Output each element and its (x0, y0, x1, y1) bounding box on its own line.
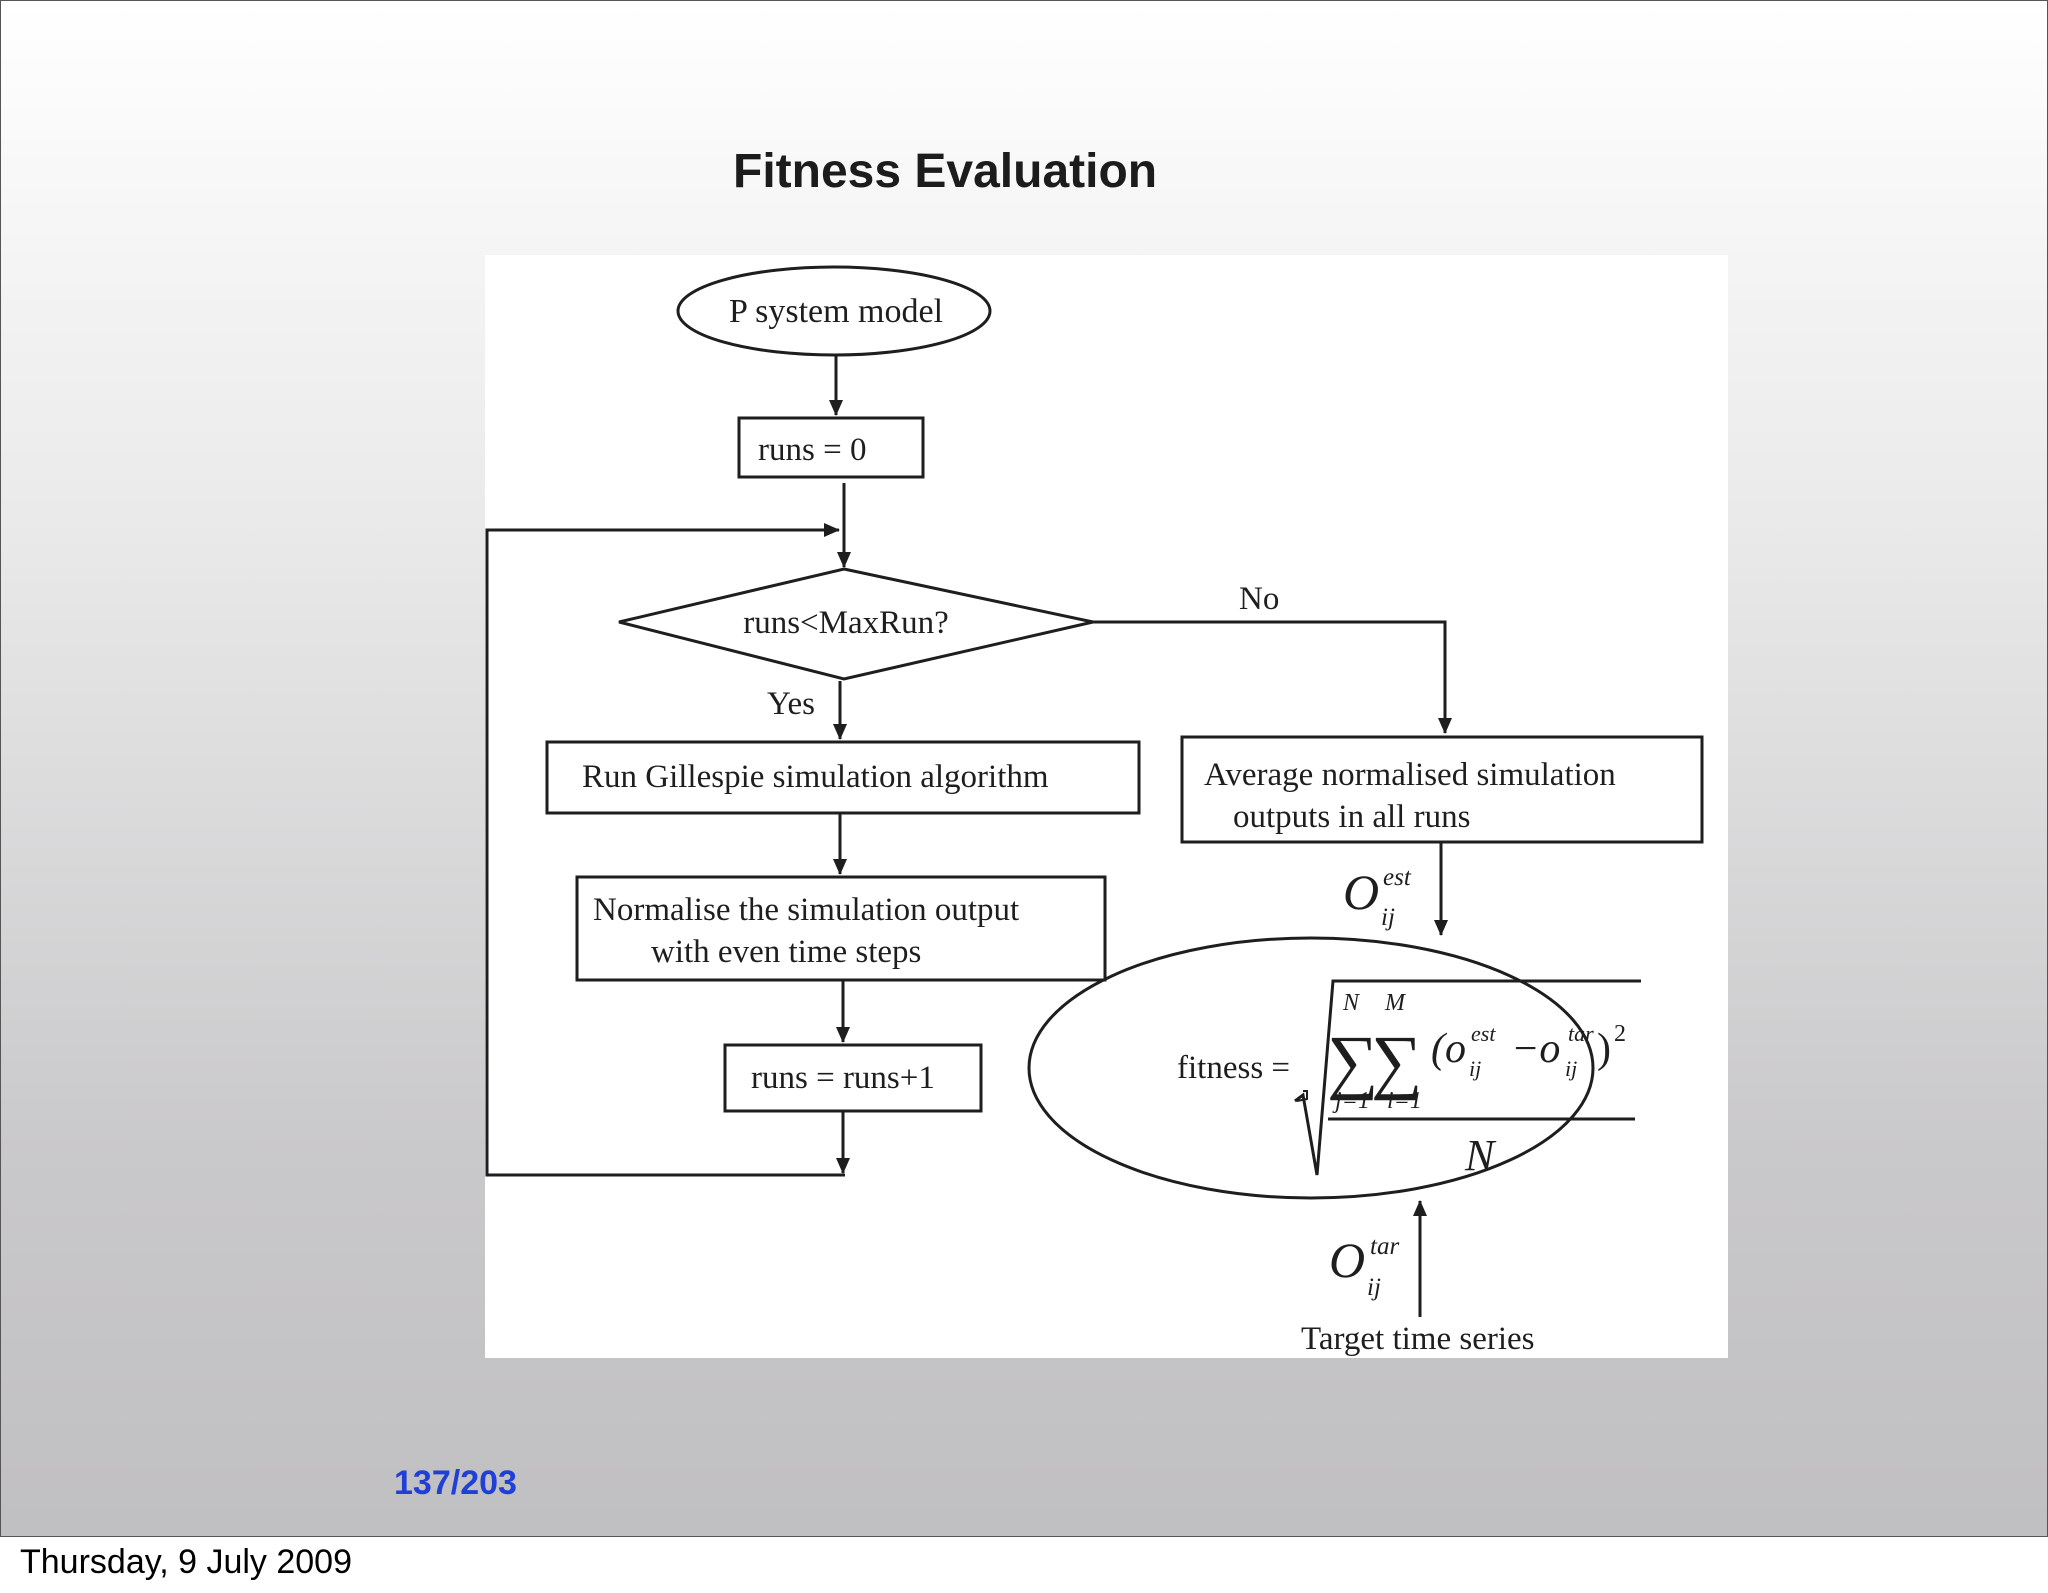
formula-est-sup: est (1471, 1021, 1496, 1046)
fitness-formula: fitness = ∑ ∑ N M j=1 i=1 (o est ij −o t… (1177, 979, 1641, 1180)
start-label: P system model (729, 293, 943, 330)
footer-date: Thursday, 9 July 2009 (20, 1543, 352, 1581)
page-separator: / (450, 1464, 461, 1502)
increment-label: runs = runs+1 (751, 1060, 935, 1096)
target-label: Target time series (1301, 1321, 1535, 1357)
formula-tar-sub: ij (1565, 1056, 1577, 1081)
slide: Fitness Evaluation (0, 0, 2048, 1537)
formula-radical-sign (1294, 979, 1641, 1176)
average-label-line1: Average normalised simulation (1204, 757, 1616, 793)
formula-denominator: N (1464, 1131, 1497, 1180)
normalise-node (575, 875, 1107, 982)
flowchart: P system model runs = 0 runs<MaxRun? No … (485, 265, 1704, 1357)
o-tar-base: O (1329, 1232, 1365, 1288)
edge-decision-no (1093, 620, 1452, 734)
o-tar-sup: tar (1370, 1233, 1399, 1260)
simulate-node (545, 740, 1141, 815)
formula-power: 2 (1614, 1021, 1626, 1047)
average-label-line2: outputs in all runs (1233, 799, 1470, 835)
decision-label: runs<MaxRun? (743, 605, 949, 641)
simulate-label: Run Gillespie simulation algorithm (582, 759, 1049, 795)
no-label: No (1239, 581, 1279, 617)
o-tar-sub: ij (1367, 1274, 1381, 1301)
formula-upper-outer: N (1342, 990, 1361, 1016)
page-total: 203 (460, 1464, 517, 1502)
formula-tar-sup: tar (1568, 1021, 1594, 1046)
init-node (737, 416, 925, 479)
normalise-label-line1: Normalise the simulation output (593, 892, 1019, 928)
decision-node (618, 567, 1094, 681)
formula-sigma-outer: ∑ (1327, 1021, 1378, 1101)
start-node (676, 265, 992, 357)
formula-close-paren: ) (1597, 1026, 1611, 1072)
edge-loop-back (485, 523, 845, 1177)
formula-est-sub: ij (1469, 1056, 1481, 1081)
o-est-sub: ij (1381, 904, 1395, 931)
yes-label: Yes (767, 686, 815, 722)
o-est-sup: est (1383, 864, 1412, 891)
formula-lower-outer: j=1 (1332, 1088, 1370, 1114)
page-counter: 137/203 (394, 1464, 517, 1503)
page-current: 137 (394, 1464, 451, 1502)
fitness-node (1027, 936, 1595, 1200)
formula-open-paren: (o (1431, 1026, 1466, 1072)
formula-sigma-inner: ∑ (1371, 1021, 1422, 1101)
formula-lhs: fitness = (1177, 1050, 1290, 1086)
init-label: runs = 0 (758, 432, 866, 468)
formula-radical (1296, 1090, 1308, 1102)
formula-lower-inner: i=1 (1387, 1088, 1422, 1114)
formula-upper-inner: M (1384, 990, 1407, 1016)
normalise-label-line2: with even time steps (651, 934, 921, 970)
increment-node (723, 1043, 983, 1113)
o-est-base: O (1343, 864, 1379, 920)
formula-minus-o: −o (1511, 1026, 1560, 1072)
flowchart-panel: P system model runs = 0 runs<MaxRun? No … (485, 255, 1728, 1358)
slide-title: Fitness Evaluation (733, 145, 1158, 198)
